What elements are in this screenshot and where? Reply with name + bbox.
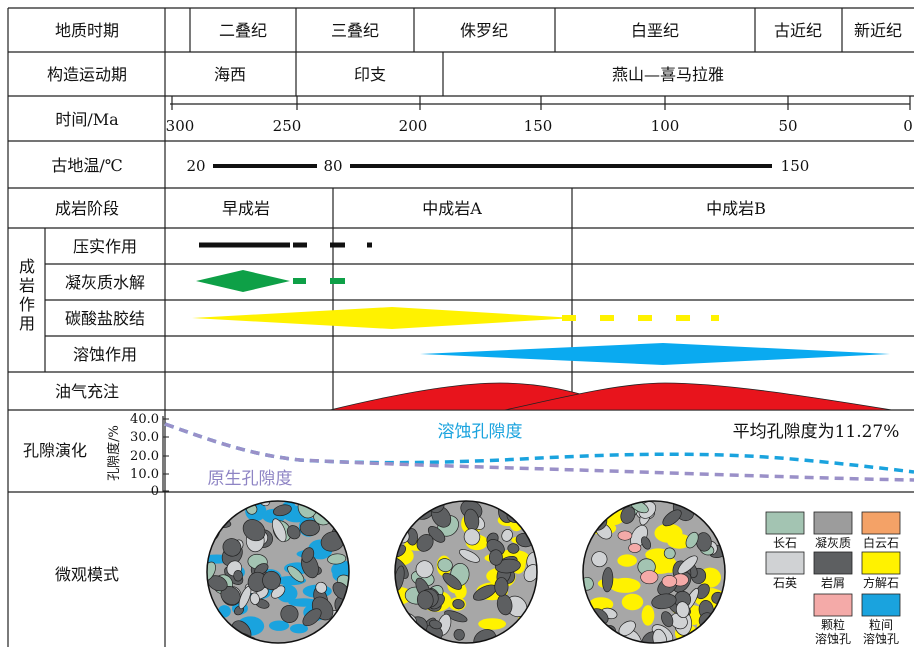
legend-label-dolomite: 白云石: [863, 535, 899, 550]
period-cretaceous: 白垩纪: [631, 21, 679, 40]
period-triassic: 三叠纪: [331, 21, 379, 40]
table-grid: [7, 7, 914, 647]
legend-label-quartz: 石英: [773, 576, 797, 590]
micro-model-early: [207, 501, 349, 643]
diagenesis-group-char-3: 作: [19, 295, 35, 314]
time-header: 时间/Ma: [55, 110, 119, 129]
diagenesis-group-char-2: 岩: [19, 276, 35, 295]
hydrocarbon-charging: [329, 382, 893, 411]
period-neogene: 新近纪: [854, 21, 902, 40]
time-tick-150: 150: [524, 117, 553, 135]
carbonate-cement-label: 碳酸盐胶结: [65, 309, 145, 328]
stage-middle-a: 中成岩A: [422, 199, 482, 218]
stage-header: 成岩阶段: [55, 199, 119, 218]
micro-model-middle-b: [583, 501, 725, 643]
period-paleogene: 古近纪: [774, 21, 822, 40]
porosity-tick-20: 20.0: [130, 449, 159, 464]
period-jurassic: 侏罗纪: [460, 21, 508, 40]
period-header: 地质时期: [55, 21, 119, 40]
porosity-tick-40: 40.0: [130, 412, 159, 427]
legend-label-grain-dissolution: 颗粒溶蚀孔: [815, 617, 851, 646]
porosity-tick-0: 0: [151, 484, 159, 499]
compaction-label: 压实作用: [73, 237, 137, 256]
carbonate-cement-marker: [192, 307, 719, 329]
stage-early: 早成岩: [222, 199, 270, 218]
porosity-tick-10: 10.0: [130, 467, 159, 482]
dissolution-label: 溶蚀作用: [73, 345, 137, 364]
porosity-evolution-label: 孔隙演化: [23, 441, 87, 460]
tuff-hydrolysis-label: 凝灰质水解: [65, 273, 145, 292]
hydrocarbon-label: 油气充注: [55, 382, 119, 401]
porosity-tick-30: 30.0: [130, 430, 159, 445]
tectonic-yanshan-himalaya: 燕山—喜马拉雅: [612, 65, 724, 84]
stage-middle-b: 中成岩B: [706, 199, 766, 218]
legend-label-tuff: 凝灰质: [815, 535, 851, 550]
paleotemp-150: 150: [781, 157, 810, 175]
legend-swatch-lithic: [813, 551, 853, 575]
legend-label-feldspar: 长石: [773, 536, 797, 550]
legend-swatch-dolomite: [861, 511, 901, 535]
legend-swatch-tuff: [813, 511, 853, 535]
legend-swatch-intergranular-dissolution: [861, 593, 901, 617]
legend-swatch-calcite: [861, 551, 901, 575]
time-tick-50: 50: [778, 117, 797, 135]
porosity-axis-title: 孔隙度/%: [106, 425, 122, 481]
legend-label-lithic: 岩屑: [821, 575, 845, 590]
time-tick-250: 250: [273, 117, 302, 135]
micro-model-middle-a-outline: [394, 500, 538, 644]
time-tick-0: 0: [903, 117, 913, 135]
micro-model-early-outline: [206, 500, 350, 644]
paleotemp-header: 古地温/℃: [51, 156, 122, 175]
tectonic-hercynian: 海西: [214, 65, 246, 84]
diagenesis-group-char-1: 成: [19, 257, 35, 276]
legend-swatch-grain-dissolution: [813, 593, 853, 617]
legend-label-intergranular-dissolution: 粒间溶蚀孔: [863, 617, 899, 646]
tectonic-header: 构造运动期: [47, 65, 127, 84]
paleotemp-bar: 20 80 150: [186, 157, 809, 175]
porosity-curves: [164, 422, 914, 482]
tectonic-indosinian: 印支: [354, 65, 386, 84]
porosity-axis: 40.0 30.0 20.0 10.0 0 孔隙度/%: [106, 412, 169, 499]
paleotemp-20: 20: [186, 157, 205, 175]
legend-swatch-quartz: [765, 551, 805, 575]
dissolution-porosity-label: 溶蚀孔隙度: [438, 422, 523, 442]
time-tick-300: 300: [166, 117, 195, 135]
time-axis: 300 250 200 150 100 50 0: [166, 96, 913, 135]
tuff-hydrolysis-marker: [196, 270, 345, 292]
dissolution-marker: [420, 343, 890, 365]
period-permian: 二叠纪: [219, 21, 267, 40]
primary-porosity-label: 原生孔隙度: [208, 469, 293, 489]
diagenesis-group-char-4: 用: [19, 314, 35, 333]
micro-model-label: 微观模式: [55, 565, 119, 584]
mineral-legend: 长石 凝灰质 白云石 石英 岩屑 方解石 颗粒溶蚀孔 粒间溶蚀孔: [765, 511, 901, 646]
time-tick-200: 200: [399, 117, 428, 135]
legend-swatch-feldspar: [765, 511, 805, 535]
micro-model-middle-a: [395, 501, 537, 643]
average-porosity-note: 平均孔隙度为11.27%: [733, 422, 900, 442]
micro-model-middle-b-outline: [582, 500, 726, 644]
legend-label-calcite: 方解石: [863, 575, 899, 590]
paleotemp-80: 80: [323, 157, 342, 175]
time-tick-100: 100: [651, 117, 680, 135]
